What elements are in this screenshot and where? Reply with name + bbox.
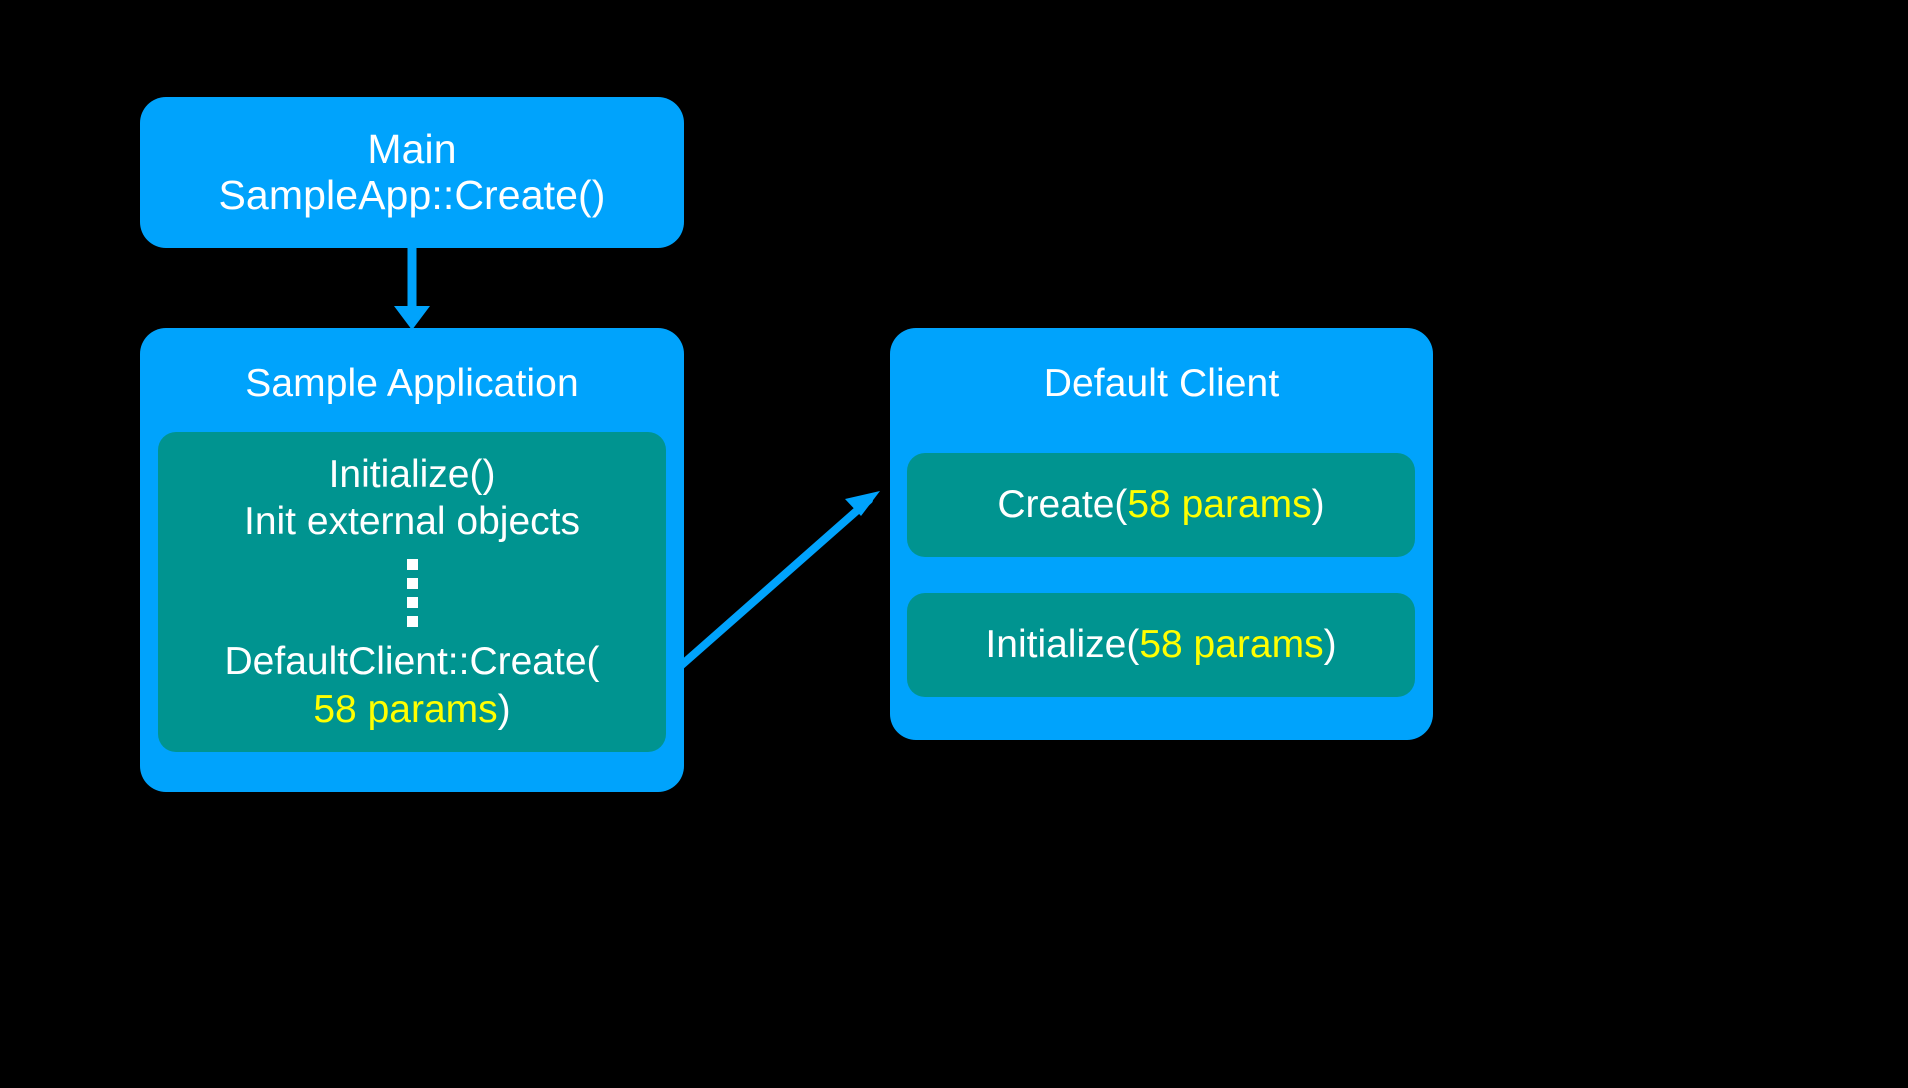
default-client-method-create-text: Create(58 params) [997, 483, 1324, 527]
body-line-params: 58 params) [313, 686, 510, 734]
body-line-params-highlight: 58 params [313, 687, 498, 731]
body-line-defaultclient-create: DefaultClient::Create( [225, 638, 600, 686]
sample-application-body[interactable]: Initialize() Init external objects Defau… [158, 432, 666, 752]
edge-sample-app-to-default-client [672, 491, 880, 674]
node-main[interactable]: Main SampleApp::Create() [140, 97, 684, 248]
default-client-method-initialize-text: Initialize(58 params) [985, 623, 1336, 667]
node-default-client[interactable]: Default Client Create(58 params) Initial… [890, 328, 1433, 740]
body-line-defaultclient-create-prefix: DefaultClient::Create( [224, 640, 600, 683]
node-sample-application[interactable]: Sample Application Initialize() Init ext… [140, 328, 684, 792]
node-main-title-line-1: Main [367, 125, 457, 172]
default-client-method-initialize[interactable]: Initialize(58 params) [907, 593, 1415, 697]
method-initialize-close: ) [1323, 623, 1337, 666]
method-create-close: ) [1311, 483, 1325, 526]
method-initialize-name: Initialize( [985, 623, 1140, 666]
method-initialize-params: 58 params [1139, 623, 1324, 666]
method-create-params: 58 params [1127, 483, 1312, 526]
node-default-client-title: Default Client [1043, 362, 1280, 405]
edge-main-to-sample-app [394, 247, 430, 330]
vertical-ellipsis-icon [406, 559, 418, 627]
method-create-name: Create( [997, 483, 1128, 526]
default-client-method-create[interactable]: Create(58 params) [907, 453, 1415, 557]
body-line-initialize: Initialize() [328, 452, 496, 496]
node-main-title-line-2: SampleApp::Create() [218, 171, 606, 218]
node-sample-application-title: Sample Application [245, 362, 579, 405]
node-main-title: Main SampleApp::Create() [218, 125, 606, 219]
body-line-init-external-objects: Init external objects [243, 500, 580, 544]
body-line-params-close: ) [497, 687, 511, 731]
